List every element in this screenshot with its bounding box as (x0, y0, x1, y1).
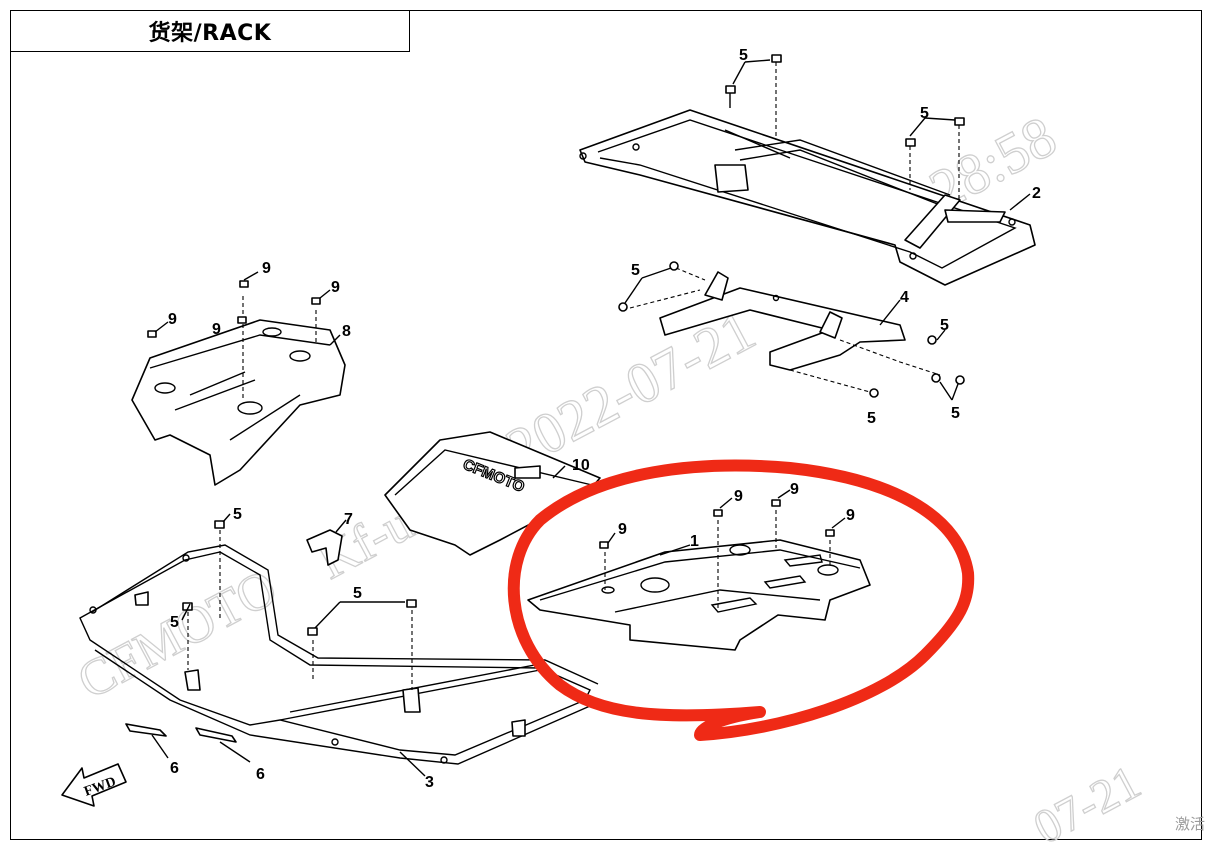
activate-watermark-text: 激活 (1174, 815, 1205, 833)
callout-9: 9 (168, 311, 177, 328)
bolts-part-4 (618, 261, 965, 401)
callout-9: 9 (331, 279, 340, 296)
callout-9: 9 (618, 521, 627, 538)
bolts-part-8 (147, 271, 341, 346)
callout-9: 9 (790, 481, 799, 498)
callout-6: 6 (170, 760, 179, 777)
callout-5: 5 (353, 585, 362, 602)
callout-5: 5 (233, 506, 242, 523)
callout-9: 9 (846, 507, 855, 524)
callout-6: 6 (256, 766, 265, 783)
callout-5: 5 (739, 47, 748, 64)
bolts-part-1 (599, 489, 846, 549)
callout-10: 10 (572, 457, 590, 474)
callout-5: 5 (170, 614, 179, 631)
part-7-clip (306, 519, 347, 566)
page-title: 货架/RACK (148, 21, 272, 46)
callout-9: 9 (212, 321, 221, 338)
title-box: 货架/RACK (10, 10, 410, 52)
watermark-date-corner: 07-21 (1025, 755, 1149, 850)
watermark-brand: CFMOTO (69, 559, 286, 711)
callout-4: 4 (900, 289, 909, 306)
callout-8: 8 (342, 323, 351, 340)
callout-5: 5 (940, 317, 949, 334)
callout-3: 3 (425, 774, 434, 791)
part-2-rear-rack-frame (579, 109, 1036, 286)
callout-5: 5 (631, 262, 640, 279)
bolts-part-2 (725, 54, 1031, 211)
highlight-circle-annotation (507, 459, 975, 741)
part-3-lower-rack-frame (79, 530, 599, 777)
fwd-arrow: FWD (61, 763, 127, 807)
callout-5: 5 (951, 405, 960, 422)
part-4-bracket (629, 267, 941, 393)
callout-2: 2 (1032, 185, 1041, 202)
callout-5: 5 (867, 410, 876, 427)
part-10-cover: CFMOTO (384, 431, 601, 556)
part-6-strips (125, 723, 251, 763)
bolts-part-3 (181, 513, 417, 636)
callout-1: 1 (690, 533, 699, 550)
part-1-main-plate (527, 510, 871, 651)
callout-9: 9 (262, 260, 271, 277)
callout-9: 9 (734, 488, 743, 505)
callout-5: 5 (920, 105, 929, 122)
drawing-frame (10, 10, 1202, 840)
callout-7: 7 (344, 511, 353, 528)
part-8-mounting-plate (131, 296, 346, 486)
callout-labels: 5 5 2 5 4 5 5 5 9 9 9 9 8 10 5 7 5 5 9 9… (168, 47, 1041, 791)
